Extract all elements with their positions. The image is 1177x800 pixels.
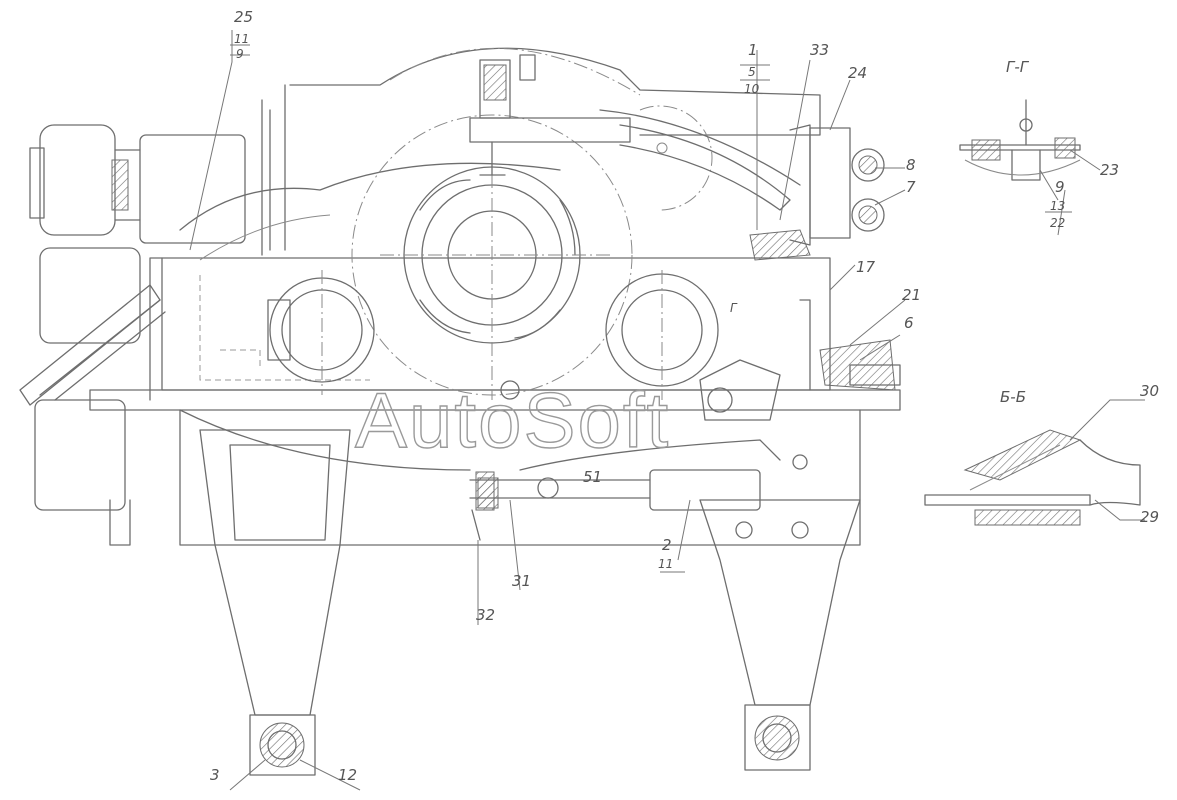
callout-33: 33 — [810, 41, 829, 59]
callout-32: 32 — [476, 606, 495, 624]
callout-24: 24 — [848, 64, 867, 82]
callout-17: 17 — [856, 258, 876, 276]
right-support-leg — [699, 499, 861, 771]
section-title-g: Г-Г — [1006, 58, 1030, 76]
section-mark-g: Г — [730, 301, 738, 315]
callout-2: 2 — [662, 536, 672, 554]
callout-30: 30 — [1140, 382, 1159, 400]
top-spring-assembly — [469, 54, 801, 211]
callout-7: 7 — [906, 178, 916, 196]
section-g-detail — [959, 99, 1081, 181]
callout-51: 51 — [583, 468, 602, 486]
right-bearing-assembly — [749, 124, 901, 391]
callout-1-a: 5 — [748, 65, 756, 79]
upper-cover — [261, 47, 821, 256]
callout-21: 21 — [902, 286, 921, 304]
callout-8: 8 — [906, 156, 916, 174]
section-title-b: Б-Б — [1000, 388, 1026, 406]
callout-1-b: 10 — [744, 82, 760, 96]
callout-29: 29 — [1140, 508, 1159, 526]
left-gear — [267, 270, 375, 395]
section-b-detail — [924, 429, 1141, 526]
callout-6: 6 — [904, 314, 914, 332]
callout-25-a: 11 — [234, 32, 249, 46]
left-support-leg — [199, 429, 351, 776]
leader-lines — [189, 30, 1145, 791]
center-bolt — [471, 380, 520, 541]
callout-25: 25 — [234, 8, 253, 26]
watermark-text: AutoSoft — [355, 376, 670, 464]
callout-13: 13 — [1050, 199, 1065, 213]
callout-3: 3 — [210, 766, 220, 784]
callout-labels: 25 11 9 1 5 10 33 24 8 7 23 9 13 22 17 2… — [210, 8, 1159, 784]
central-gear — [351, 114, 633, 400]
callout-22: 22 — [1050, 216, 1065, 230]
right-gear — [605, 105, 719, 400]
left-motor — [19, 124, 246, 546]
callout-31: 31 — [512, 572, 531, 590]
callout-9: 9 — [1055, 178, 1065, 196]
callout-12: 12 — [338, 766, 357, 784]
callout-23: 23 — [1100, 161, 1119, 179]
callout-11: 11 — [658, 557, 673, 571]
housing-body — [89, 162, 901, 546]
callout-25-b: 9 — [236, 47, 244, 61]
callout-1: 1 — [748, 41, 758, 59]
